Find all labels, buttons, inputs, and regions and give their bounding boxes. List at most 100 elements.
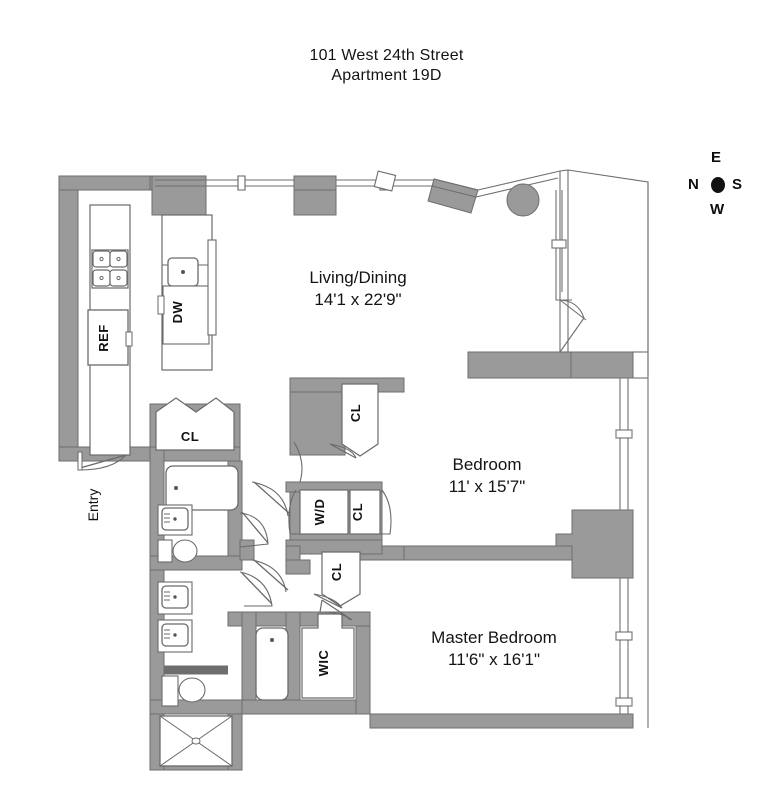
window-mullion-e3-lines [616,697,632,707]
walk-in-closet: WIC [301,599,355,699]
shower-drain [191,737,201,745]
closet-living-label: CL [348,404,363,422]
wic-door-swing [319,611,351,621]
cooktop [91,249,129,289]
bidet-lower [161,675,179,707]
closet-upper-shape [155,397,235,451]
closet-hall-lower-label: CL [329,563,344,581]
hall-door-leaf-2 [253,559,289,591]
window-mullion-n1-lines [237,176,246,190]
page-title: 101 West 24th Street Apartment 19D [0,46,773,86]
bathroom-upper-door-leaf [241,511,269,544]
hall-door-swing-1 [251,481,289,517]
bathtub-upper [165,465,239,511]
envelope-ne-corner [559,169,569,352]
compass-label-top: E [711,149,722,166]
closet-living-shape [341,383,379,457]
bay-angle-outer-2 [477,170,561,191]
kitchen-area: REF DW [87,204,217,456]
structural-column [506,183,540,217]
window-mullion-e2 [615,631,633,641]
closet-hall-upper-door-swing [380,489,392,535]
wall-south-master [369,713,634,729]
title-apartment: Apartment 19D [331,67,442,84]
compass-label-bottom: W [710,201,725,218]
wall-masterbath-west [241,611,257,715]
closet-upper-label: CL [181,429,199,444]
wall-pier-n-kitchen [151,175,207,216]
wall-northwest-return [58,175,151,191]
washer-dryer [299,489,349,535]
hall-door-leaf-1 [253,481,291,515]
wall-masterbath-bottom [241,699,371,715]
window-mullion-bay-east-lines [552,239,566,249]
bathroom-upper [157,465,269,563]
refrigerator-label: REF [96,324,111,352]
wall-west-upper [58,175,79,462]
closet-hall-upper-label: CL [350,503,365,521]
toilet-lower [178,677,206,703]
closet-hall-lower-door-leaf [313,593,343,609]
bay-door-frame [555,292,572,301]
bay-angle-outer-1 [433,178,479,191]
closet-hall-lower-shape [321,551,361,607]
wall-jog-hall-3 [285,559,311,575]
window-mullion-e2-lines [616,631,632,641]
exterior-envelope [155,169,649,728]
wall-bedroom-master-divider [403,545,573,561]
window-mullion-e3 [615,697,633,707]
kitchen-tall-cabinet [207,239,217,336]
compass-label-left: N [688,176,699,193]
living-dining-label: Living/Dining [309,268,406,287]
entry-door-leaf [79,454,127,469]
closet-living-door-leaf [329,443,357,459]
compass-rose: E N S W [688,150,750,222]
living-dining-dimensions: 14'1 x 22'9" [314,290,401,309]
bathtub-master [255,627,289,701]
wall-living-bedroom-divider [467,351,572,379]
window-mullion-e1 [615,429,633,439]
entry-label: Entry [85,489,101,522]
closet-upper: CL [155,397,235,451]
bathroom-lower-door-swing [239,571,273,607]
dishwasher-label: DW [170,300,185,323]
window-mullion-n1 [237,175,246,191]
envelope-outer-east [567,169,649,376]
bidet-upper [157,539,173,563]
bay-interior-glass [551,190,587,353]
dishwasher [162,285,210,345]
wall-east-bay-upper [570,351,634,379]
compass-center-dot [711,177,725,193]
entry-area: Entry [77,451,127,522]
washer-dryer-door-swing [288,489,300,535]
wall-jog-hall-1 [239,539,255,561]
master-bedroom-label: Master Bedroom [431,628,557,647]
closet-living: CL [329,383,379,459]
window-mullion-e1-lines [616,429,632,439]
kitchen-handle [157,295,165,315]
master-bedroom-dimensions: 11'6" x 16'1" [448,650,540,669]
hall-door-swing-2 [251,559,287,593]
sink-upper [161,507,189,531]
utility-closets: W/D CL CL [288,489,392,609]
hall-doors [251,441,303,593]
bathtub-upper-drain [174,486,178,490]
closet-hall-lower-door-swing [313,593,343,609]
kitchen-sink [167,257,199,287]
title-address: 101 West 24th Street [309,47,464,64]
east-window-wall [615,378,633,714]
closet-hall-upper [349,489,381,535]
wic-label: WIC [316,650,331,677]
bathroom-lower [157,571,289,767]
toilet-upper [172,539,198,563]
closet-living-door-swing [329,443,357,459]
washer-dryer-label: W/D [312,499,327,526]
window-mullion-bay-east [551,239,567,249]
bay-door-leaf [559,299,587,321]
bathtub-master-drain [270,638,274,642]
bathroom-upper-door-swing [239,512,269,548]
bay-angle-inner-1 [431,185,477,198]
hall-door-swing-3 [293,441,303,483]
wall-east-column-mass [555,509,634,579]
wall-pier-n2 [293,175,337,191]
